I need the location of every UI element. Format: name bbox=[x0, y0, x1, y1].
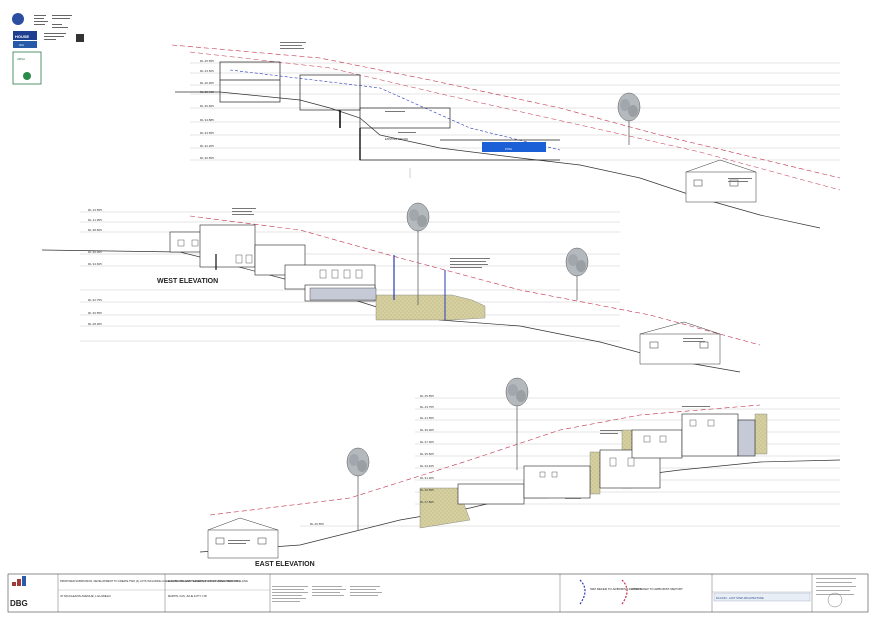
client-name: MARTIN, CAS, JULIE & PTY LTD bbox=[168, 594, 207, 598]
srz-legend-swatch bbox=[579, 579, 586, 605]
title-block bbox=[7, 573, 869, 613]
level-tag: RL 40.305 bbox=[200, 81, 214, 85]
accreditation-badges bbox=[12, 13, 84, 85]
tpz-legend-label: TPZ REFER TO ARBORIST REPORT bbox=[632, 587, 683, 591]
level-tag: RL 31.205 bbox=[420, 476, 434, 480]
level-tag: RL 32.205 bbox=[200, 144, 214, 148]
company-logo: DBG bbox=[10, 599, 28, 608]
level-tag: RL 30.555 bbox=[88, 311, 102, 315]
hia-logo-text: HIA bbox=[19, 43, 24, 47]
west-elevation bbox=[41, 202, 761, 373]
level-tag: RL 45.555 bbox=[420, 394, 434, 398]
level-tag: RL 28.305 bbox=[88, 322, 102, 326]
level-tag: RL 26.555 bbox=[310, 522, 324, 526]
level-tag: RL 34.885 bbox=[200, 118, 214, 122]
house-logo-badge bbox=[13, 31, 37, 40]
level-tag: RL 39.305 bbox=[420, 428, 434, 432]
qr-code-icon bbox=[76, 34, 84, 42]
section-level-tags: RL 45.555 RL 43.505 RL 40.305 RL 38.435 … bbox=[200, 59, 214, 160]
east-elevation-title: EAST ELEVATION bbox=[255, 561, 315, 568]
west-elevation-title: WEST ELEVATION bbox=[157, 278, 218, 285]
ceiling-note: EXISTING CEILING bbox=[385, 137, 408, 141]
level-tag: RL 29.555 bbox=[420, 488, 434, 492]
level-tag: RL 41.955 bbox=[88, 218, 102, 222]
level-tag: RL 35.505 bbox=[420, 452, 434, 456]
level-tag: RL 30.555 bbox=[200, 156, 214, 160]
abn-logo-text: ABSA bbox=[17, 57, 25, 61]
level-tag: RL 38.435 bbox=[200, 90, 214, 94]
srz-legend-label: SRZ REFER TO ARBORIST REPORT bbox=[590, 587, 641, 591]
tpz-legend-swatch bbox=[621, 579, 628, 605]
pool-label: POOL bbox=[505, 147, 513, 151]
level-tag: RL 43.755 bbox=[420, 405, 434, 409]
level-tag: RL 43.505 bbox=[200, 69, 214, 73]
east-level-tags: RL 45.555 RL 43.755 RL 41.555 RL 39.305 … bbox=[310, 394, 434, 526]
level-tag: RL 37.305 bbox=[420, 440, 434, 444]
level-tag: RL 33.555 bbox=[200, 131, 214, 135]
project-description: PROPOSED SUBDIVISION, DEVELOPMENT TO CRE… bbox=[60, 579, 248, 583]
level-tag: RL 32.755 bbox=[88, 298, 102, 302]
level-tag: RL 33.405 bbox=[420, 464, 434, 468]
level-tag: RL 45.555 bbox=[200, 59, 214, 63]
certification-icon bbox=[12, 13, 24, 25]
level-tag: RL 38.605 bbox=[88, 228, 102, 232]
west-level-tags: RL 43.555 RL 41.955 RL 38.605 RL 36.305 … bbox=[88, 208, 102, 326]
longitudinal-section bbox=[171, 42, 841, 229]
drawing-number: DA 10/03 - LAST STEP ARCHITECTURE bbox=[716, 596, 764, 600]
north-point-icon bbox=[827, 592, 843, 608]
level-tag: RL 36.605 bbox=[200, 104, 214, 108]
level-tag: RL 34.605 bbox=[88, 262, 102, 266]
level-tag: RL 43.555 bbox=[88, 208, 102, 212]
sandstone-fill bbox=[375, 294, 486, 321]
level-tag: RL 27.805 bbox=[420, 500, 434, 504]
east-elevation bbox=[199, 377, 841, 559]
pool bbox=[482, 142, 546, 152]
house-logo-text: HOUSE bbox=[15, 34, 30, 39]
level-tag: RL 41.555 bbox=[420, 416, 434, 420]
sheet-name: ELEVATIONS (EAST & WEST) & LONGITUDINAL … bbox=[168, 579, 238, 583]
level-tag: RL 36.305 bbox=[88, 250, 102, 254]
project-address: 47 MCCLEANS AVENUE, LILLIWELD bbox=[60, 594, 111, 598]
